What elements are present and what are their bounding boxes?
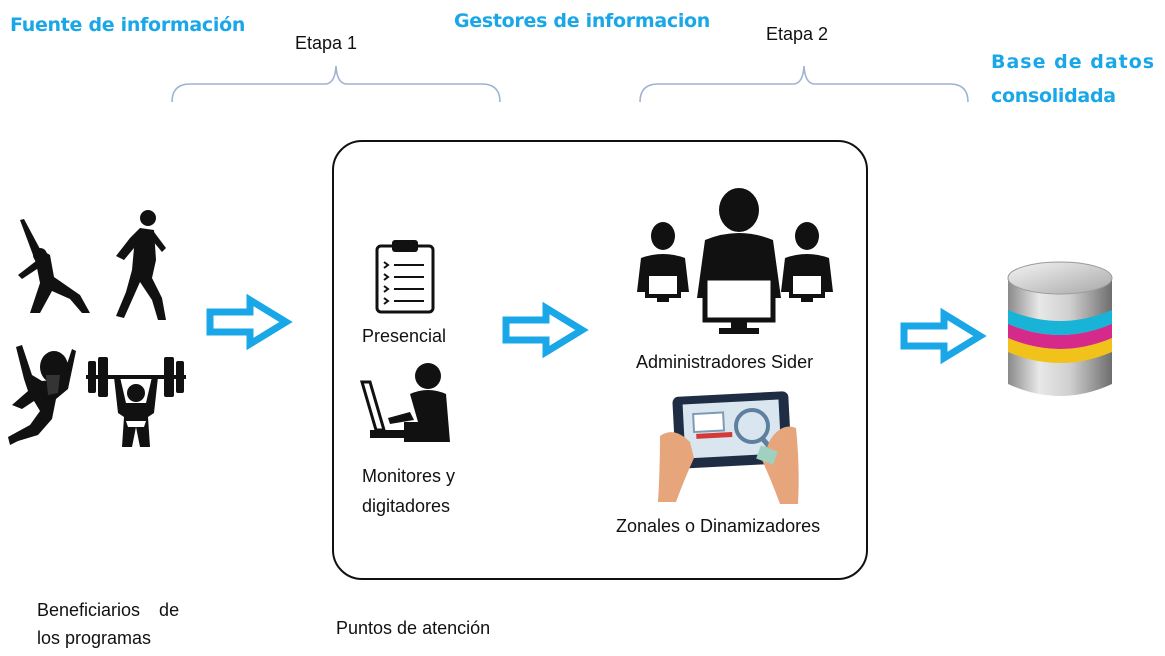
admin-group-icon [637, 188, 833, 334]
zonales-label: Zonales o Dinamizadores [616, 516, 821, 536]
database-icon [1007, 261, 1113, 396]
runner-icon [116, 210, 166, 320]
attention-points-label: Puntos de atención [336, 618, 491, 638]
arrow-right-icon [900, 307, 987, 365]
arrow-right-icon [502, 301, 589, 359]
admins-label: Administradores Sider [636, 352, 814, 372]
arrow-right-icon [206, 293, 293, 351]
laptop-user-icon [360, 363, 450, 442]
tablet-hands-icon [658, 391, 799, 504]
beneficiaries-label-line2: los programas [37, 628, 152, 648]
stage1-label: Etapa 1 [295, 33, 358, 53]
managers-header: Gestores de informacion [454, 10, 711, 32]
monitors-label-line1: Monitores y [362, 466, 456, 486]
monitors-label-line2: digitadores [362, 496, 451, 516]
stage1-brace [171, 65, 501, 103]
source-header: Fuente de información [10, 14, 246, 36]
weightlifter-icon [86, 357, 186, 447]
attention-points-box [332, 140, 868, 580]
database-header-line1: Base de datos [991, 51, 1156, 73]
stage2-label: Etapa 2 [766, 24, 829, 44]
presencial-label: Presencial [362, 326, 447, 346]
yoga-athlete-icon [18, 219, 90, 313]
stage2-brace [639, 65, 969, 103]
beneficiaries-label-line1: Beneficiarios de [37, 600, 180, 620]
skater-icon [8, 345, 76, 445]
database-header-line2: consolidada [991, 85, 1116, 107]
clipboard-icon [375, 240, 435, 314]
